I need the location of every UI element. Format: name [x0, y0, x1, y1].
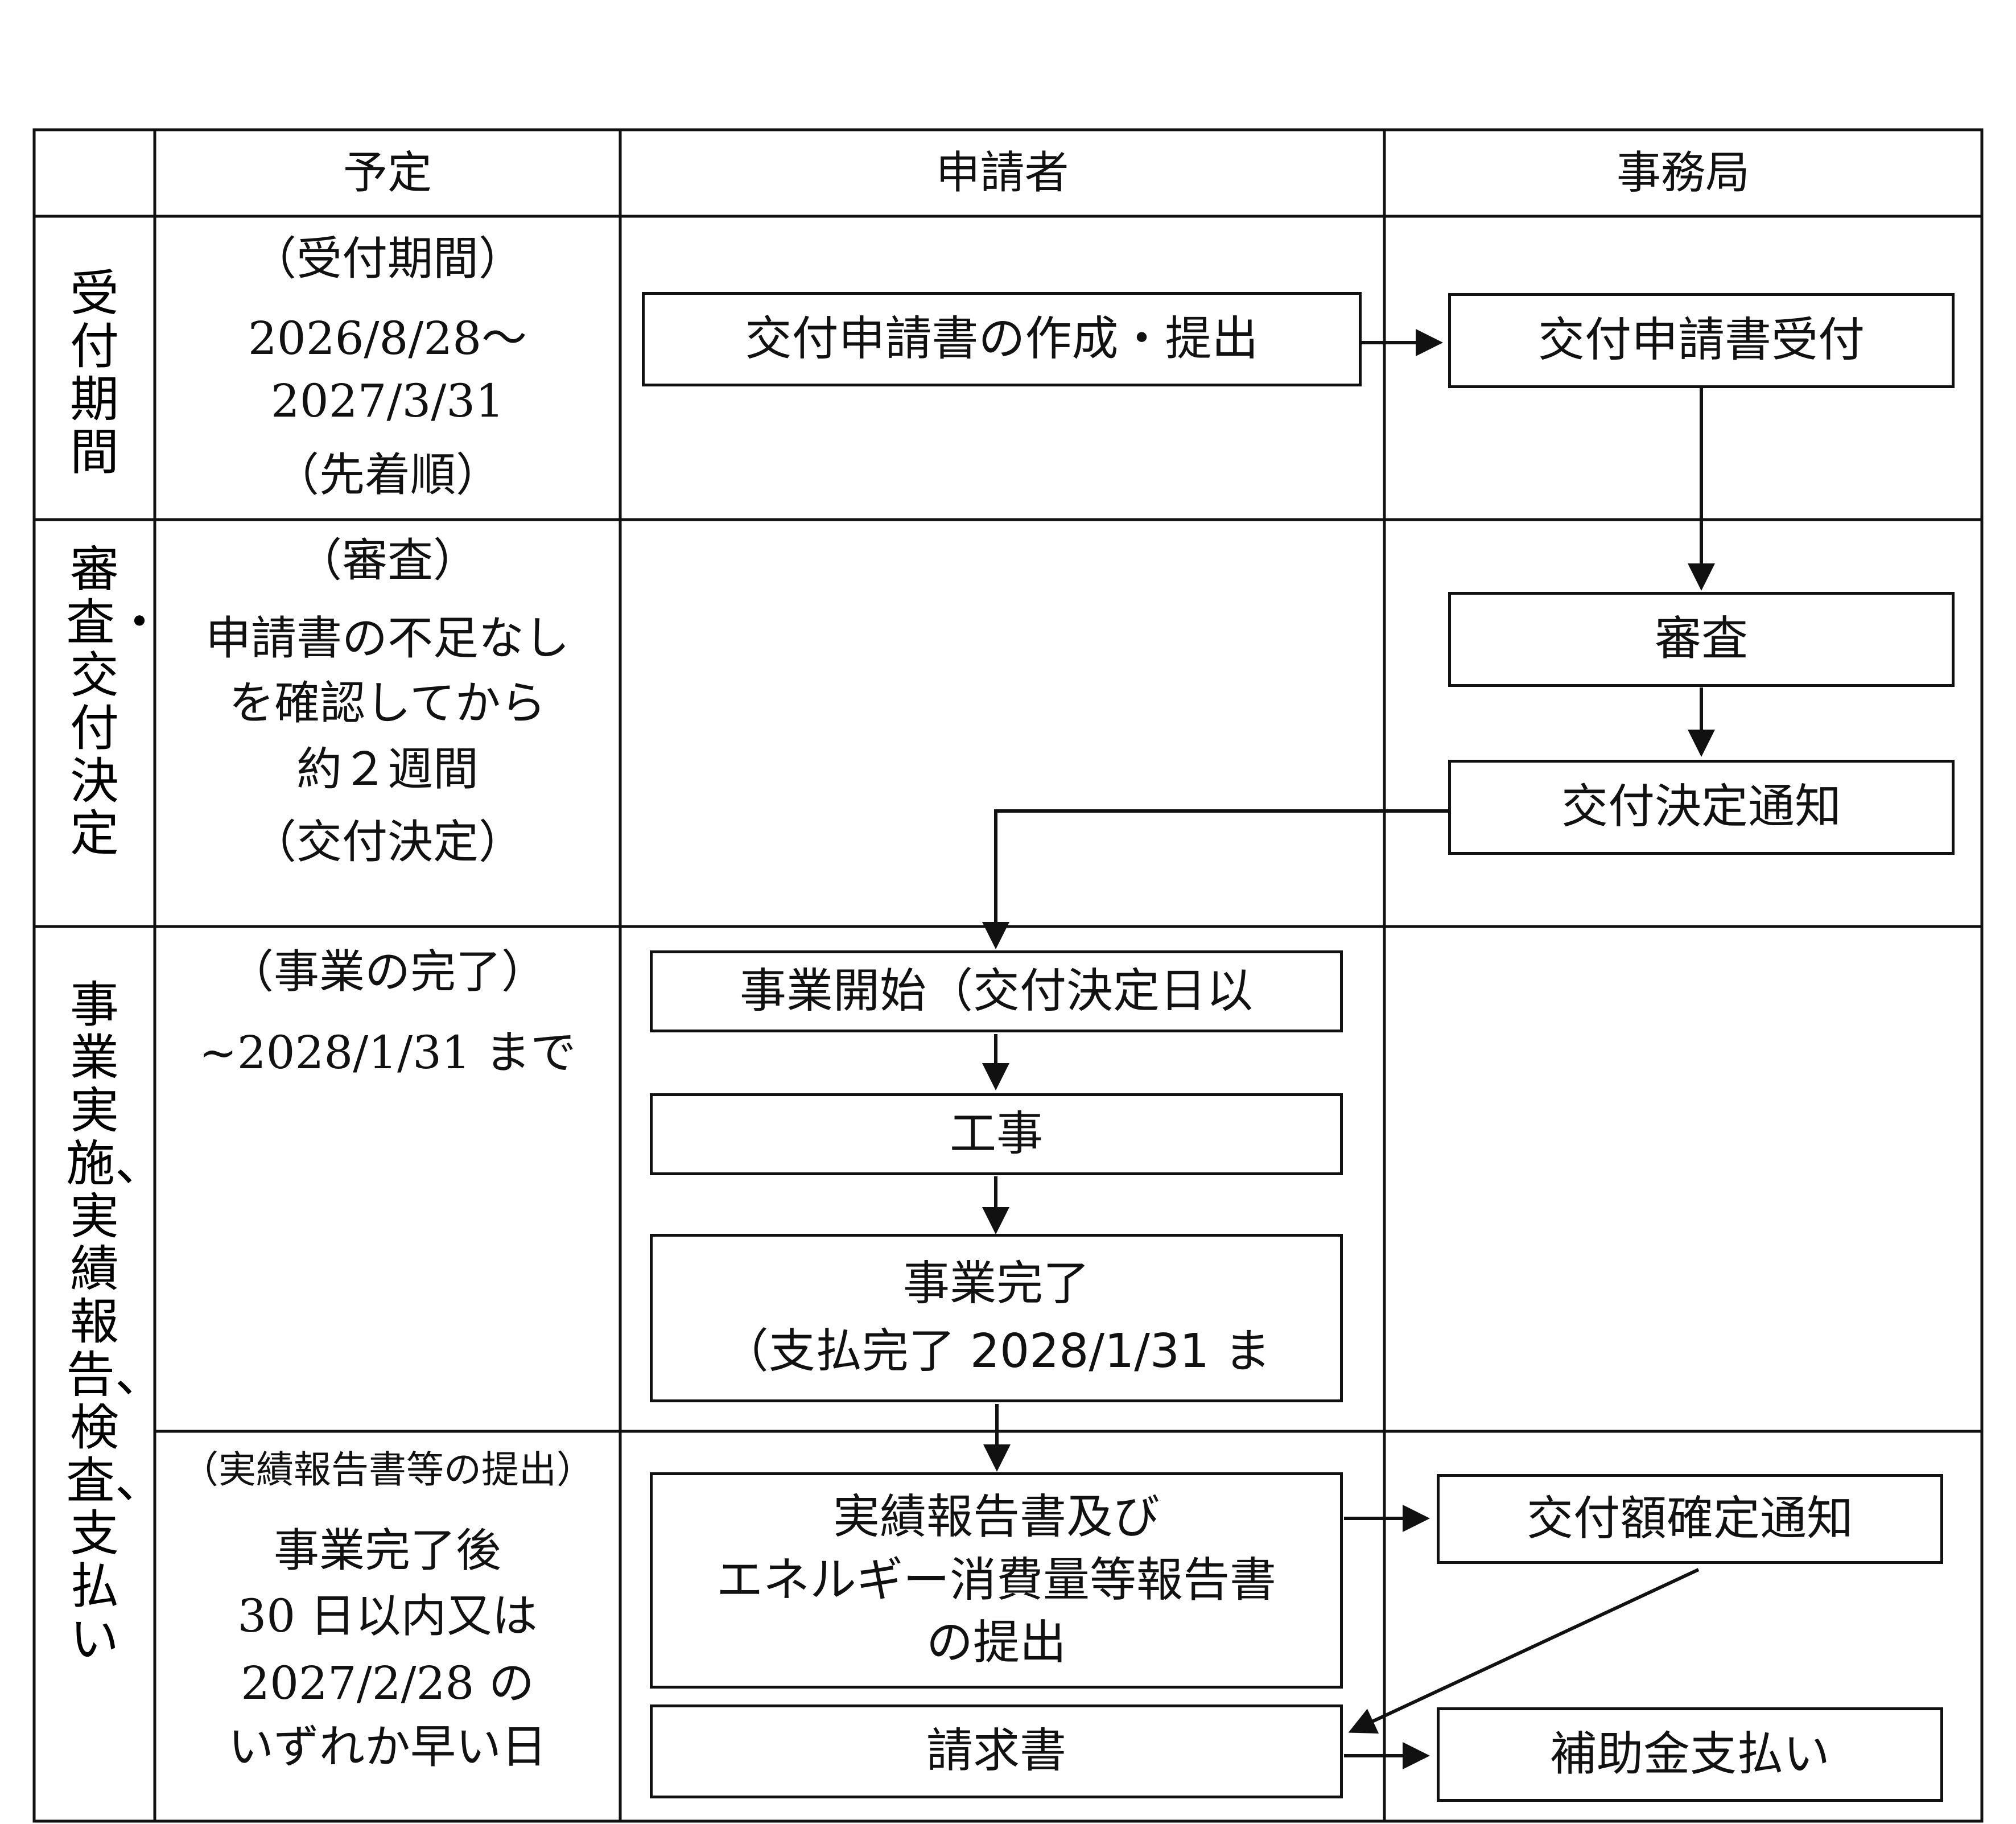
box-invoice: 請求書 — [650, 1704, 1343, 1798]
box-grant-decision: 交付決定通知 — [1448, 760, 1955, 855]
schedule-reception-end: 2027/3/31 — [270, 374, 505, 427]
schedule-completion-deadline: ~2028/1/31 まで — [199, 1026, 576, 1079]
schedule-report-title: （実績報告書等の提出） — [181, 1448, 594, 1492]
phase-implementation: 事業実施、実績報告、検査、支払い — [66, 977, 164, 1668]
schedule-review-line2: を確認してから — [229, 677, 546, 730]
box-construction-label: 工事 — [949, 1106, 1043, 1161]
box-project-completion-line2: （支払完了 2028/1/31 ま — [722, 1324, 1271, 1378]
box-subsidy-payment: 補助金支払い — [1437, 1707, 1943, 1802]
phase-reception: 受付期間 — [70, 265, 119, 481]
schedule-review-line3: 約２週間 — [296, 743, 479, 796]
box-project-start-label: 事業開始（交付決定日以 — [739, 964, 1253, 1018]
box-amount-confirmation-label: 交付額確定通知 — [1526, 1491, 1853, 1546]
box-review: 審査 — [1448, 592, 1955, 687]
box-subsidy-payment-label: 補助金支払い — [1549, 1727, 1830, 1781]
schedule-reception-note: （先着順） — [274, 448, 501, 501]
arrow-amount-to-invoice — [1348, 1568, 1700, 1734]
box-project-start: 事業開始（交付決定日以 — [650, 950, 1343, 1032]
schedule-report-line1: 事業完了後 — [274, 1524, 501, 1577]
header-applicant: 申請者 — [935, 147, 1069, 199]
schedule-report-line2: 30 日以内又は — [237, 1590, 538, 1642]
schedule-report-line4: いずれか早い日 — [228, 1720, 547, 1773]
box-invoice-label: 請求書 — [926, 1724, 1066, 1778]
schedule-review-title: （審査） — [296, 534, 479, 587]
box-project-completion: 事業完了 （支払完了 2028/1/31 ま — [650, 1234, 1343, 1402]
schedule-reception-title: （受付期間） — [251, 232, 524, 285]
box-construction: 工事 — [650, 1093, 1343, 1175]
box-amount-confirmation: 交付額確定通知 — [1437, 1474, 1943, 1564]
arrow-decision-to-start — [982, 809, 1448, 949]
box-performance-report-line2: エネルギー消費量等報告書 — [716, 1553, 1276, 1607]
box-application-receipt: 交付申請書受付 — [1448, 293, 1955, 388]
box-review-label: 審査 — [1654, 612, 1748, 666]
header-secretariat: 事務局 — [1616, 147, 1750, 199]
schedule-review-line1: 申請書の不足なし — [205, 612, 570, 665]
box-performance-report: 実績報告書及び エネルギー消費量等報告書 の提出 — [650, 1472, 1343, 1689]
box-project-completion-line1: 事業完了 — [902, 1257, 1090, 1311]
box-application-receipt-label: 交付申請書受付 — [1537, 313, 1865, 368]
box-application-submission: 交付申請書の作成・提出 — [642, 292, 1362, 386]
box-grant-decision-label: 交付決定通知 — [1561, 780, 1841, 834]
table-border — [32, 128, 1984, 1823]
header-schedule: 予定 — [343, 147, 432, 199]
schedule-reception-start: 2026/8/28～ — [248, 312, 527, 365]
schedule-completion-title: （事業の完了） — [228, 945, 547, 998]
box-performance-report-line3: の提出 — [926, 1616, 1066, 1670]
box-application-submission-label: 交付申請書の作成・提出 — [745, 311, 1259, 366]
box-performance-report-line1: 実績報告書及び — [832, 1489, 1160, 1544]
phase-review: 審査・交付決定 — [66, 541, 164, 863]
schedule-review-line4: （交付決定） — [251, 816, 524, 868]
schedule-report-line3: 2027/2/28 の — [241, 1657, 534, 1710]
